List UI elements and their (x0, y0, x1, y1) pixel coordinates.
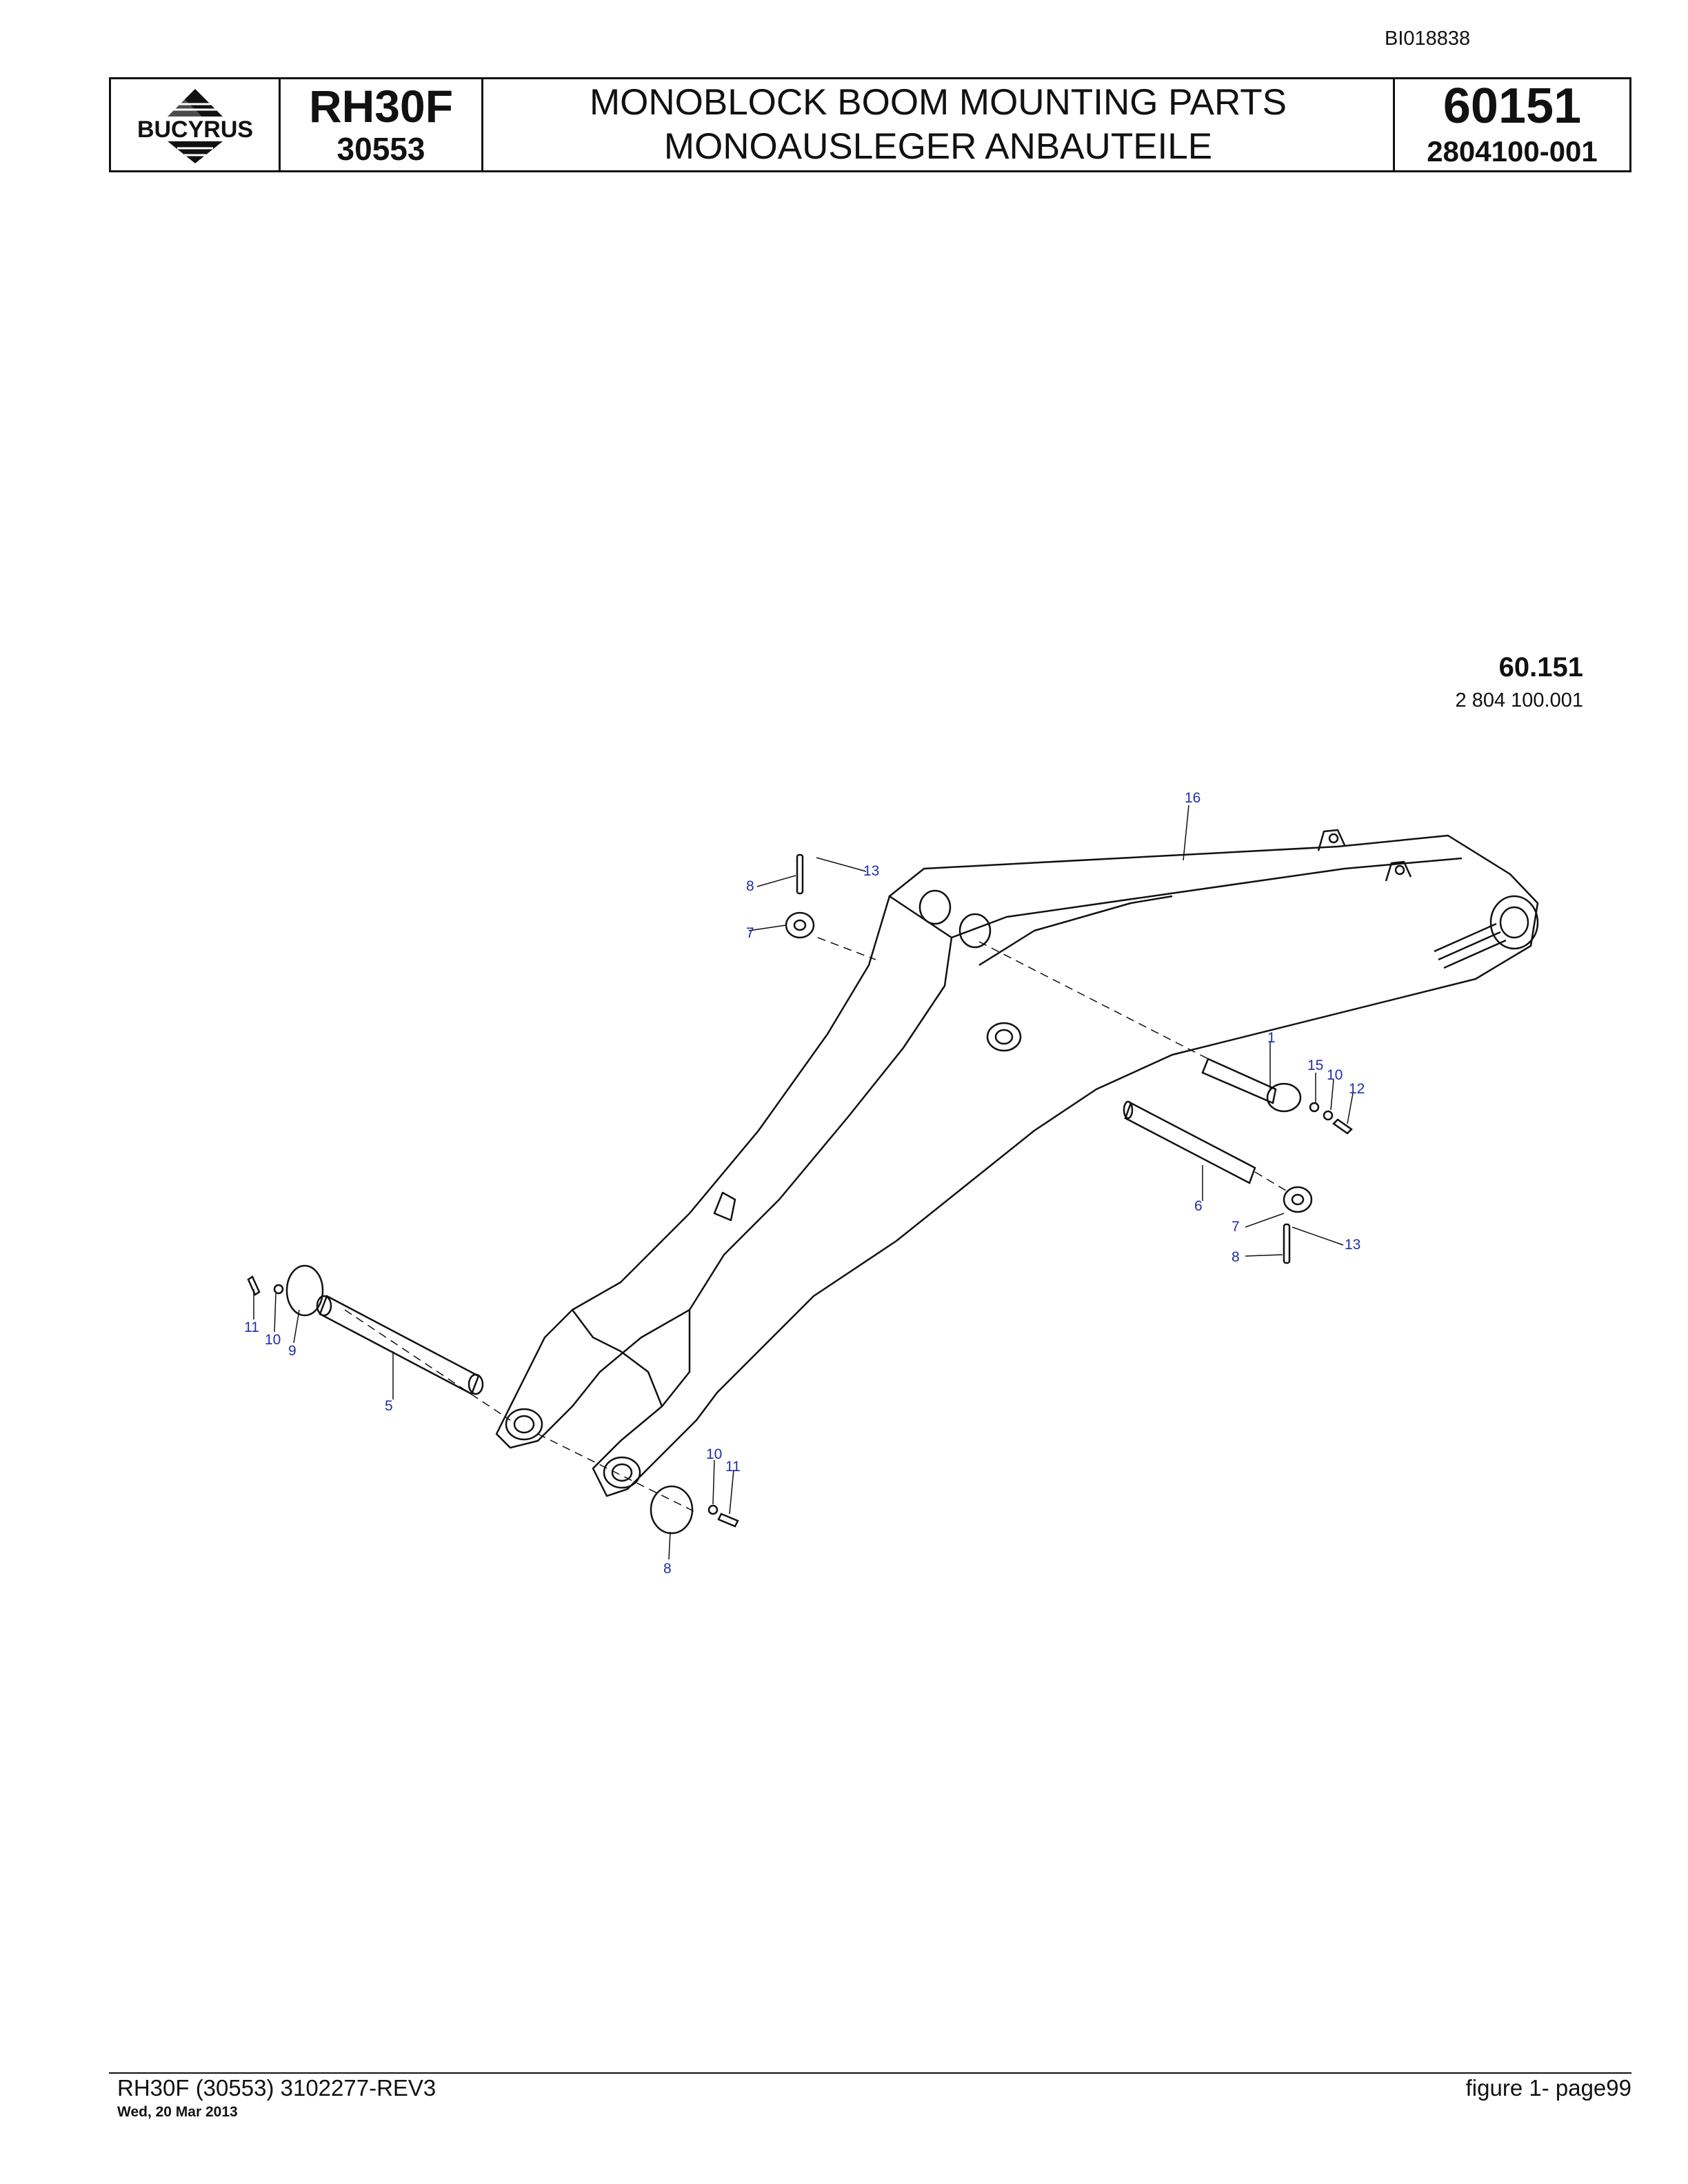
callout-13-top: 13 (863, 863, 879, 879)
lock-pin-8-bottom (1283, 1223, 1291, 1264)
collar-7-bottom (1283, 1186, 1313, 1213)
pin-6 (1124, 1102, 1256, 1184)
serial-number: 30553 (336, 131, 425, 167)
top-lug-1 (1317, 829, 1346, 851)
callout-9: 9 (288, 1343, 297, 1359)
callout-16: 16 (1185, 790, 1200, 806)
brand-logo-cell: BUCYRUS (111, 79, 281, 170)
footer-page-ref: figure 1- page99 (1465, 2075, 1631, 2101)
lock-pin-8-top (796, 853, 804, 895)
collar-7-top (785, 911, 815, 939)
callout-12: 12 (1349, 1081, 1365, 1097)
boom-left-leg-inner (572, 1309, 663, 1407)
bolt-11-left (247, 1275, 261, 1296)
callout-7-bottom: 7 (1232, 1219, 1240, 1235)
left-foot-bore (505, 1408, 543, 1441)
washer-10-upper (1323, 1110, 1334, 1121)
cover-plate-8 (650, 1485, 694, 1535)
washer-10-left (273, 1284, 284, 1295)
title-english: MONOBLOCK BOOM MOUNTING PARTS (589, 82, 1287, 123)
boom-lower-edge (978, 895, 1173, 967)
right-foot-bore (603, 1456, 641, 1489)
callout-8-top: 8 (746, 878, 754, 894)
cylinder-eye-right (958, 913, 992, 949)
callout-11-right: 11 (725, 1459, 741, 1475)
part-number: 2804100-001 (1427, 135, 1598, 168)
document-id: BI018838 (1385, 28, 1471, 50)
cylinder-eye-left (918, 889, 952, 925)
boom-upper-outline (592, 834, 1539, 1497)
boom-left-leg (495, 896, 891, 1449)
callout-8-plate: 8 (663, 1561, 672, 1577)
boom-side-bore (986, 1022, 1022, 1052)
title-german: MONOAUSLEGER ANBAUTEILE (663, 126, 1213, 167)
top-lug-2 (1385, 860, 1412, 882)
callout-10-right: 10 (706, 1446, 722, 1462)
pin-5 (319, 1295, 480, 1395)
footer-divider (109, 2072, 1631, 2074)
figure-part-number: 2 804 100.001 (1455, 689, 1583, 711)
callout-5: 5 (385, 1398, 393, 1414)
model-cell: RH30F 30553 (281, 79, 483, 170)
callout-13-bottom: 13 (1345, 1237, 1360, 1253)
model-name: RH30F (308, 81, 454, 132)
figure-code: 60.151 (1498, 652, 1583, 682)
bolt-11-right (717, 1513, 739, 1528)
bucyrus-logo: BUCYRUS (125, 89, 264, 163)
callout-10-left: 10 (265, 1332, 281, 1348)
boom-inner-edge (951, 857, 1463, 939)
callout-1: 1 (1267, 1030, 1276, 1046)
cover-plate-9 (285, 1264, 324, 1317)
callout-11-left: 11 (244, 1320, 259, 1335)
side-bracket (713, 1191, 736, 1222)
group-number: 60151 (1443, 79, 1582, 134)
callout-8-bottom: 8 (1232, 1249, 1240, 1265)
logo-text: BUCYRUS (137, 117, 252, 143)
title-block: BUCYRUS RH30F 30553 MONOBLOCK BOOM MOUNT… (109, 77, 1631, 172)
number-cell: 60151 2804100-001 (1395, 79, 1629, 170)
callout-6: 6 (1194, 1198, 1203, 1214)
footer-document-ref: RH30F (30553) 3102277-REV3 (117, 2075, 436, 2101)
callout-15: 15 (1307, 1058, 1323, 1073)
footer-date: Wed, 20 Mar 2013 (117, 2104, 238, 2120)
washer-15 (1309, 1102, 1320, 1113)
callout-10-upper: 10 (1327, 1067, 1343, 1083)
pin-1 (1201, 1058, 1277, 1104)
callout-7-top: 7 (746, 925, 754, 941)
washer-10-right (707, 1504, 719, 1515)
bolt-12 (1332, 1118, 1353, 1135)
boom-head-bore (1489, 895, 1539, 950)
title-cell: MONOBLOCK BOOM MOUNTING PARTS MONOAUSLEG… (483, 79, 1395, 170)
callout-labels: 16 13 8 7 1 15 10 12 6 7 13 8 11 10 9 5 … (244, 790, 1365, 1577)
